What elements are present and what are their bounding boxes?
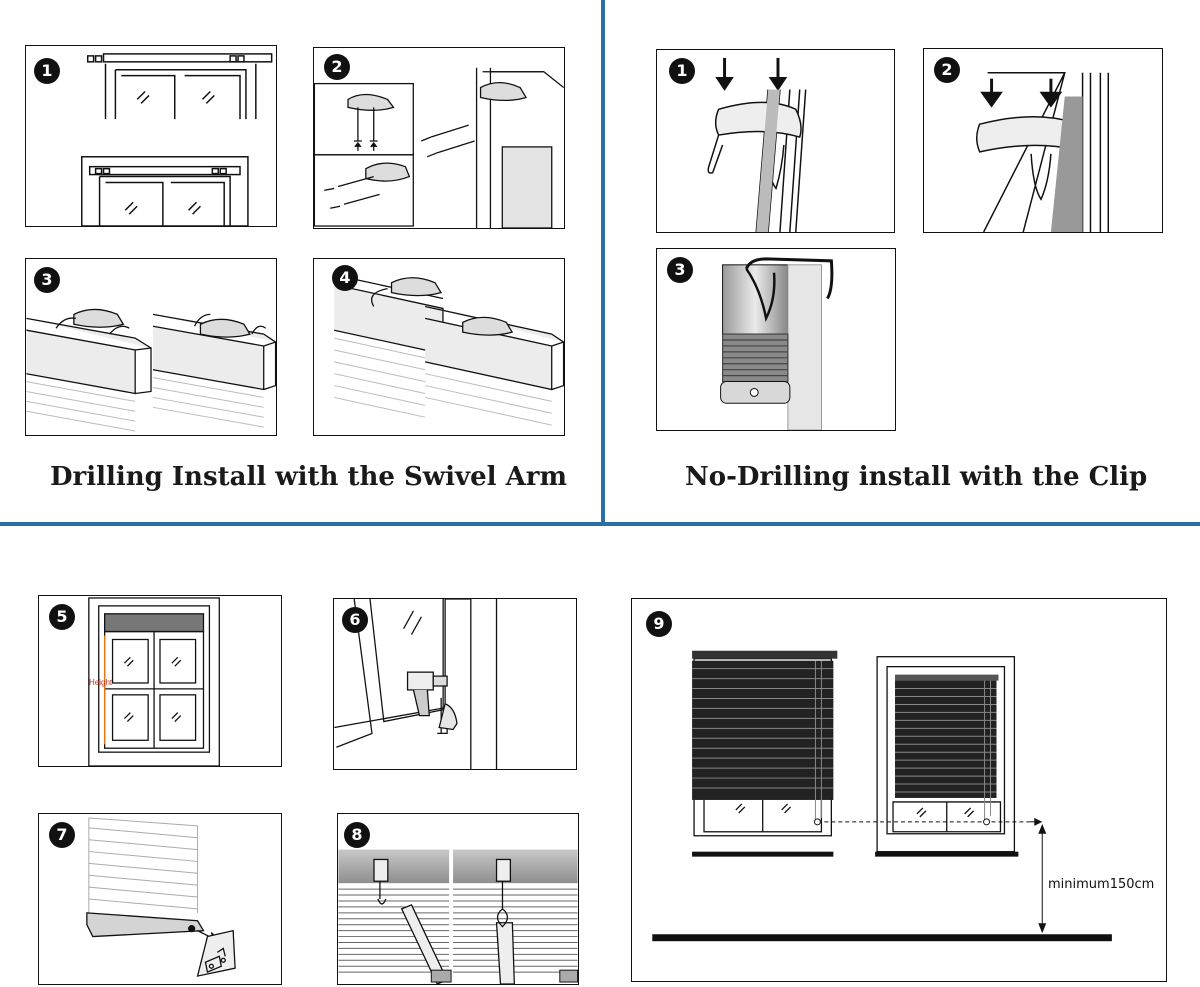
drilling-step-4-panel: 4 (313, 258, 565, 436)
horizontal-section-divider (0, 522, 1200, 526)
height-label: Height (89, 678, 113, 687)
step-badge: 3 (667, 257, 693, 283)
drilling-step-3-panel: 3 (25, 258, 277, 436)
clip-step-8-panel: 8 (337, 813, 579, 985)
no-drilling-section-title: No-Drilling install with the Clip (685, 462, 1148, 492)
step-badge: 3 (34, 267, 60, 293)
clip-step-2-panel: 2 (923, 48, 1163, 233)
wand-attach-illustration (338, 849, 578, 984)
drill-bracket-illustration (334, 599, 498, 769)
step-badge: 2 (324, 54, 350, 80)
bracket-step-7-panel: 7 (38, 813, 282, 985)
measure-step-5-panel: 5 Height (38, 595, 282, 767)
minimum-height-label: minimum150cm (1048, 877, 1155, 892)
step-badge: 6 (342, 607, 368, 633)
clip-step-1-panel: 1 (656, 49, 895, 233)
clip-step-3-panel: 3 (656, 248, 896, 431)
rail-clip-illustration (26, 308, 276, 432)
drilling-section-title: Drilling Install with the Swivel Arm (50, 462, 567, 492)
step-badge: 9 (646, 611, 672, 637)
drilling-step-1-panel: 1 (25, 45, 277, 227)
step-badge: 1 (669, 58, 695, 84)
window-measure-illustration (88, 597, 220, 766)
vertical-section-divider (601, 0, 605, 524)
step-badge: 7 (49, 822, 75, 848)
drill-step-6-panel: 6 (333, 598, 577, 770)
clip-side-view-illustration (720, 257, 834, 430)
window-frame-illustration (81, 53, 273, 226)
rail-attach-illustration (334, 274, 564, 426)
clip-installed-illustration (975, 71, 1110, 232)
height-step-9-panel: 9 (631, 598, 1167, 982)
step-badge: 1 (34, 58, 60, 84)
step-badge: 8 (344, 822, 370, 848)
drilling-step-2-panel: 2 (313, 47, 565, 229)
step-badge: 5 (49, 604, 75, 630)
step-badge: 2 (934, 57, 960, 83)
bottom-rail-bracket-illustration (86, 817, 236, 977)
minimum-height-illustration (652, 650, 1112, 942)
clip-press-illustration (707, 57, 807, 232)
step-badge: 4 (332, 265, 358, 291)
bracket-screw-illustration (314, 67, 564, 228)
